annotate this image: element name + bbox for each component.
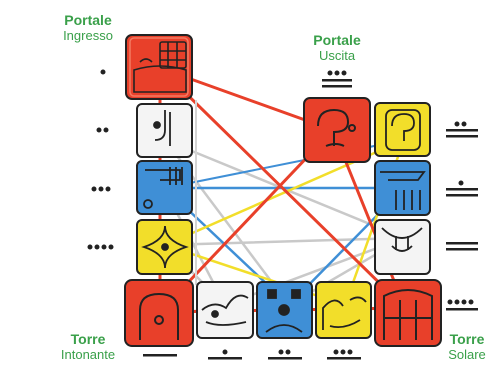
numeral-bottom-4 <box>327 349 361 360</box>
numeral-4-left <box>87 244 114 250</box>
numeral-exit <box>322 70 352 88</box>
numeral-right-2 <box>446 180 478 197</box>
blue-glyph-right[interactable] <box>374 160 431 216</box>
white-glyph-left[interactable] <box>136 103 193 158</box>
red-glyph-entry[interactable] <box>125 34 193 100</box>
yellow-glyph-bottom[interactable] <box>315 281 372 339</box>
numeral-1-left <box>100 69 106 75</box>
red-glyph-tone-tower[interactable] <box>124 279 194 347</box>
mayan-numerals <box>87 69 478 360</box>
label-solar-tower: Torre Solare <box>441 331 493 363</box>
red-glyph-exit[interactable] <box>303 97 371 163</box>
numeral-bottom-2 <box>208 349 242 360</box>
white-glyph-bottom[interactable] <box>196 281 254 339</box>
blue-glyph-bottom[interactable] <box>256 281 313 339</box>
label-entry-portal: Portale Ingresso <box>52 12 124 44</box>
label-solar-bold: Torre <box>449 331 485 347</box>
yellow-glyph-right[interactable] <box>374 102 431 157</box>
numeral-bottom-1 <box>143 354 177 357</box>
red-connection <box>158 66 407 310</box>
numeral-right-3 <box>446 242 478 251</box>
numeral-2-left <box>96 127 109 133</box>
label-exit-normal: Uscita <box>318 48 356 63</box>
label-entry-normal: Ingresso <box>63 28 113 43</box>
numeral-3-left <box>91 186 111 192</box>
red-glyph-solar-tower[interactable] <box>374 279 442 347</box>
numeral-right-4 <box>446 299 478 311</box>
label-exit-portal: Portale Uscita <box>300 32 374 64</box>
numeral-right-1 <box>446 121 478 138</box>
label-exit-bold: Portale <box>313 32 361 48</box>
blue-glyph-left[interactable] <box>136 160 193 215</box>
gray-connection <box>163 236 406 247</box>
label-entry-bold: Portale <box>64 12 112 28</box>
label-tone-normal: Intonante <box>60 347 116 362</box>
white-glyph-right[interactable] <box>374 219 431 275</box>
label-solar-normal: Solare <box>448 347 486 362</box>
yellow-glyph-left[interactable] <box>136 219 193 275</box>
numeral-bottom-3 <box>268 349 302 360</box>
label-tone-bold: Torre <box>70 331 106 347</box>
label-tone-tower: Torre Intonante <box>50 331 126 363</box>
